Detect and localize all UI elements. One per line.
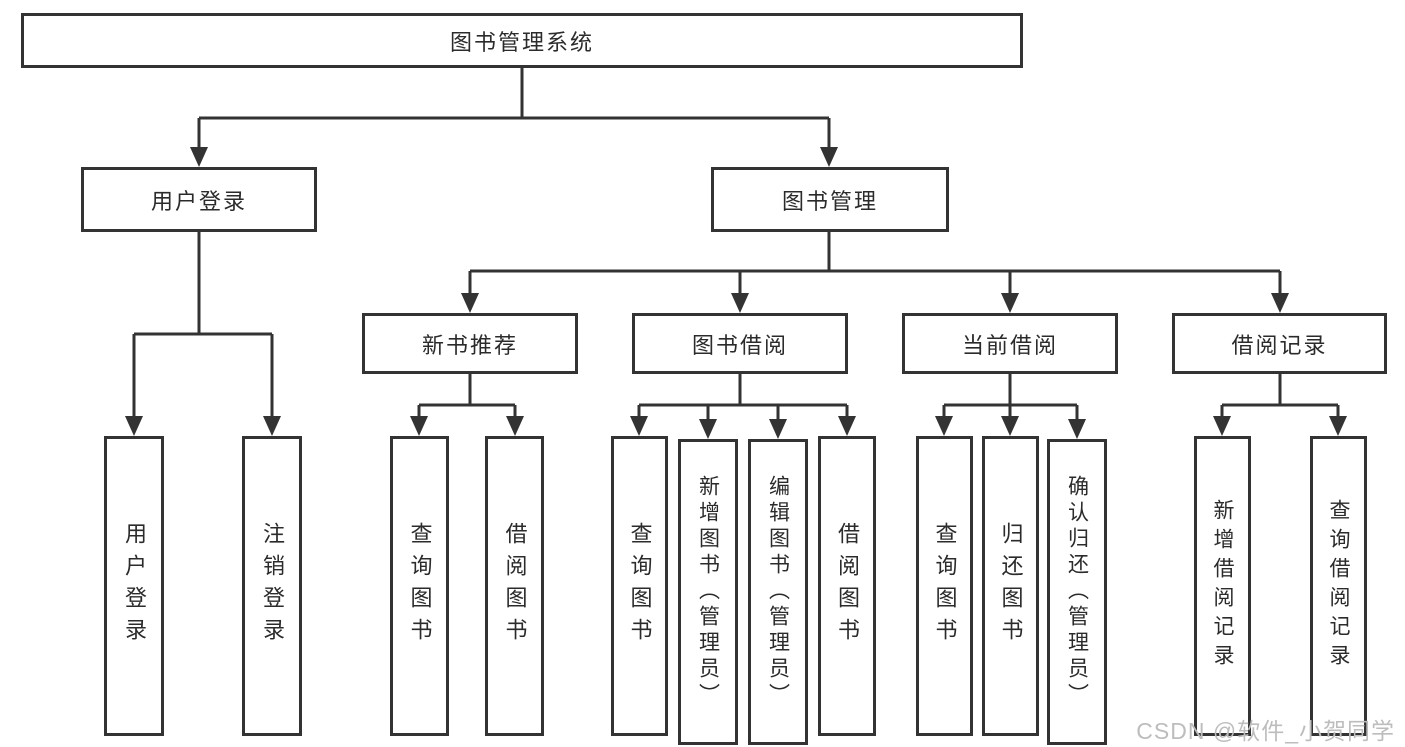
node-borrow-record-label: 借阅记录: [1231, 332, 1328, 358]
leaf-add-borrow-record-label: 新增借阅记录: [1211, 499, 1234, 673]
node-current-borrow-label: 当前借阅: [961, 332, 1058, 358]
node-user-login: 用户登录: [81, 167, 317, 232]
connector-root-to-level2: [197, 68, 831, 150]
leaf-confirm-return-admin-label: 确认归还（管理员）: [1065, 475, 1089, 709]
connector-book-borrow-to-leaves: [637, 374, 849, 420]
leaf-borrow-book-2-label: 借阅图书: [835, 522, 860, 650]
leaf-query-book-1: 查询图书: [390, 436, 449, 736]
leaf-query-book-2-label: 查询图书: [627, 522, 653, 650]
csdn-watermark: CSDN @软件_小贺同学: [1136, 718, 1395, 744]
leaf-return-book: 归还图书: [982, 436, 1039, 736]
leaf-return-book-label: 归还图书: [998, 522, 1024, 650]
leaf-edit-book-admin: 编辑图书（管理员）: [748, 439, 808, 745]
leaf-add-book-admin: 新增图书（管理员）: [678, 439, 738, 745]
connector-book-mgmt-to-level3: [468, 232, 1282, 296]
leaf-query-book-2: 查询图书: [611, 436, 668, 736]
leaf-query-book-3: 查询图书: [916, 436, 973, 736]
node-book-mgmt-label: 图书管理: [781, 188, 878, 214]
leaf-borrow-book-1-label: 借阅图书: [502, 522, 528, 650]
connector-user-login-to-leaves: [132, 232, 274, 418]
node-book-borrow-label: 图书借阅: [691, 332, 788, 358]
arrowheads: [125, 147, 1347, 439]
node-current-borrow: 当前借阅: [902, 313, 1118, 374]
leaf-query-book-1-label: 查询图书: [407, 522, 433, 650]
leaf-add-book-admin-label: 新增图书（管理员）: [696, 475, 720, 709]
node-borrow-record: 借阅记录: [1172, 313, 1387, 374]
leaf-query-borrow-record: 查询借阅记录: [1310, 436, 1367, 736]
node-new-book: 新书推荐: [362, 313, 578, 374]
node-root-label: 图书管理系统: [449, 29, 594, 55]
node-book-mgmt: 图书管理: [711, 167, 949, 232]
leaf-logout-label: 注销登录: [260, 522, 285, 650]
node-new-book-label: 新书推荐: [421, 332, 518, 358]
connector-borrow-record-to-leaves: [1220, 374, 1340, 418]
node-user-login-label: 用户登录: [150, 188, 247, 214]
leaf-borrow-book-2: 借阅图书: [818, 436, 876, 736]
leaf-query-book-3-label: 查询图书: [932, 522, 958, 650]
leaf-query-borrow-record-label: 查询借阅记录: [1327, 499, 1350, 673]
leaf-borrow-book-1: 借阅图书: [485, 436, 544, 736]
leaf-add-borrow-record: 新增借阅记录: [1194, 436, 1251, 736]
node-root: 图书管理系统: [21, 13, 1023, 68]
leaf-user-login-label: 用户登录: [122, 522, 147, 650]
node-book-borrow: 图书借阅: [632, 313, 848, 374]
connector-new-book-to-leaves: [417, 374, 517, 418]
connector-current-borrow-to-leaves: [942, 374, 1079, 420]
leaf-edit-book-admin-label: 编辑图书（管理员）: [766, 475, 790, 709]
leaf-user-login: 用户登录: [104, 436, 164, 736]
leaf-confirm-return-admin: 确认归还（管理员）: [1047, 439, 1107, 745]
leaf-logout: 注销登录: [242, 436, 302, 736]
